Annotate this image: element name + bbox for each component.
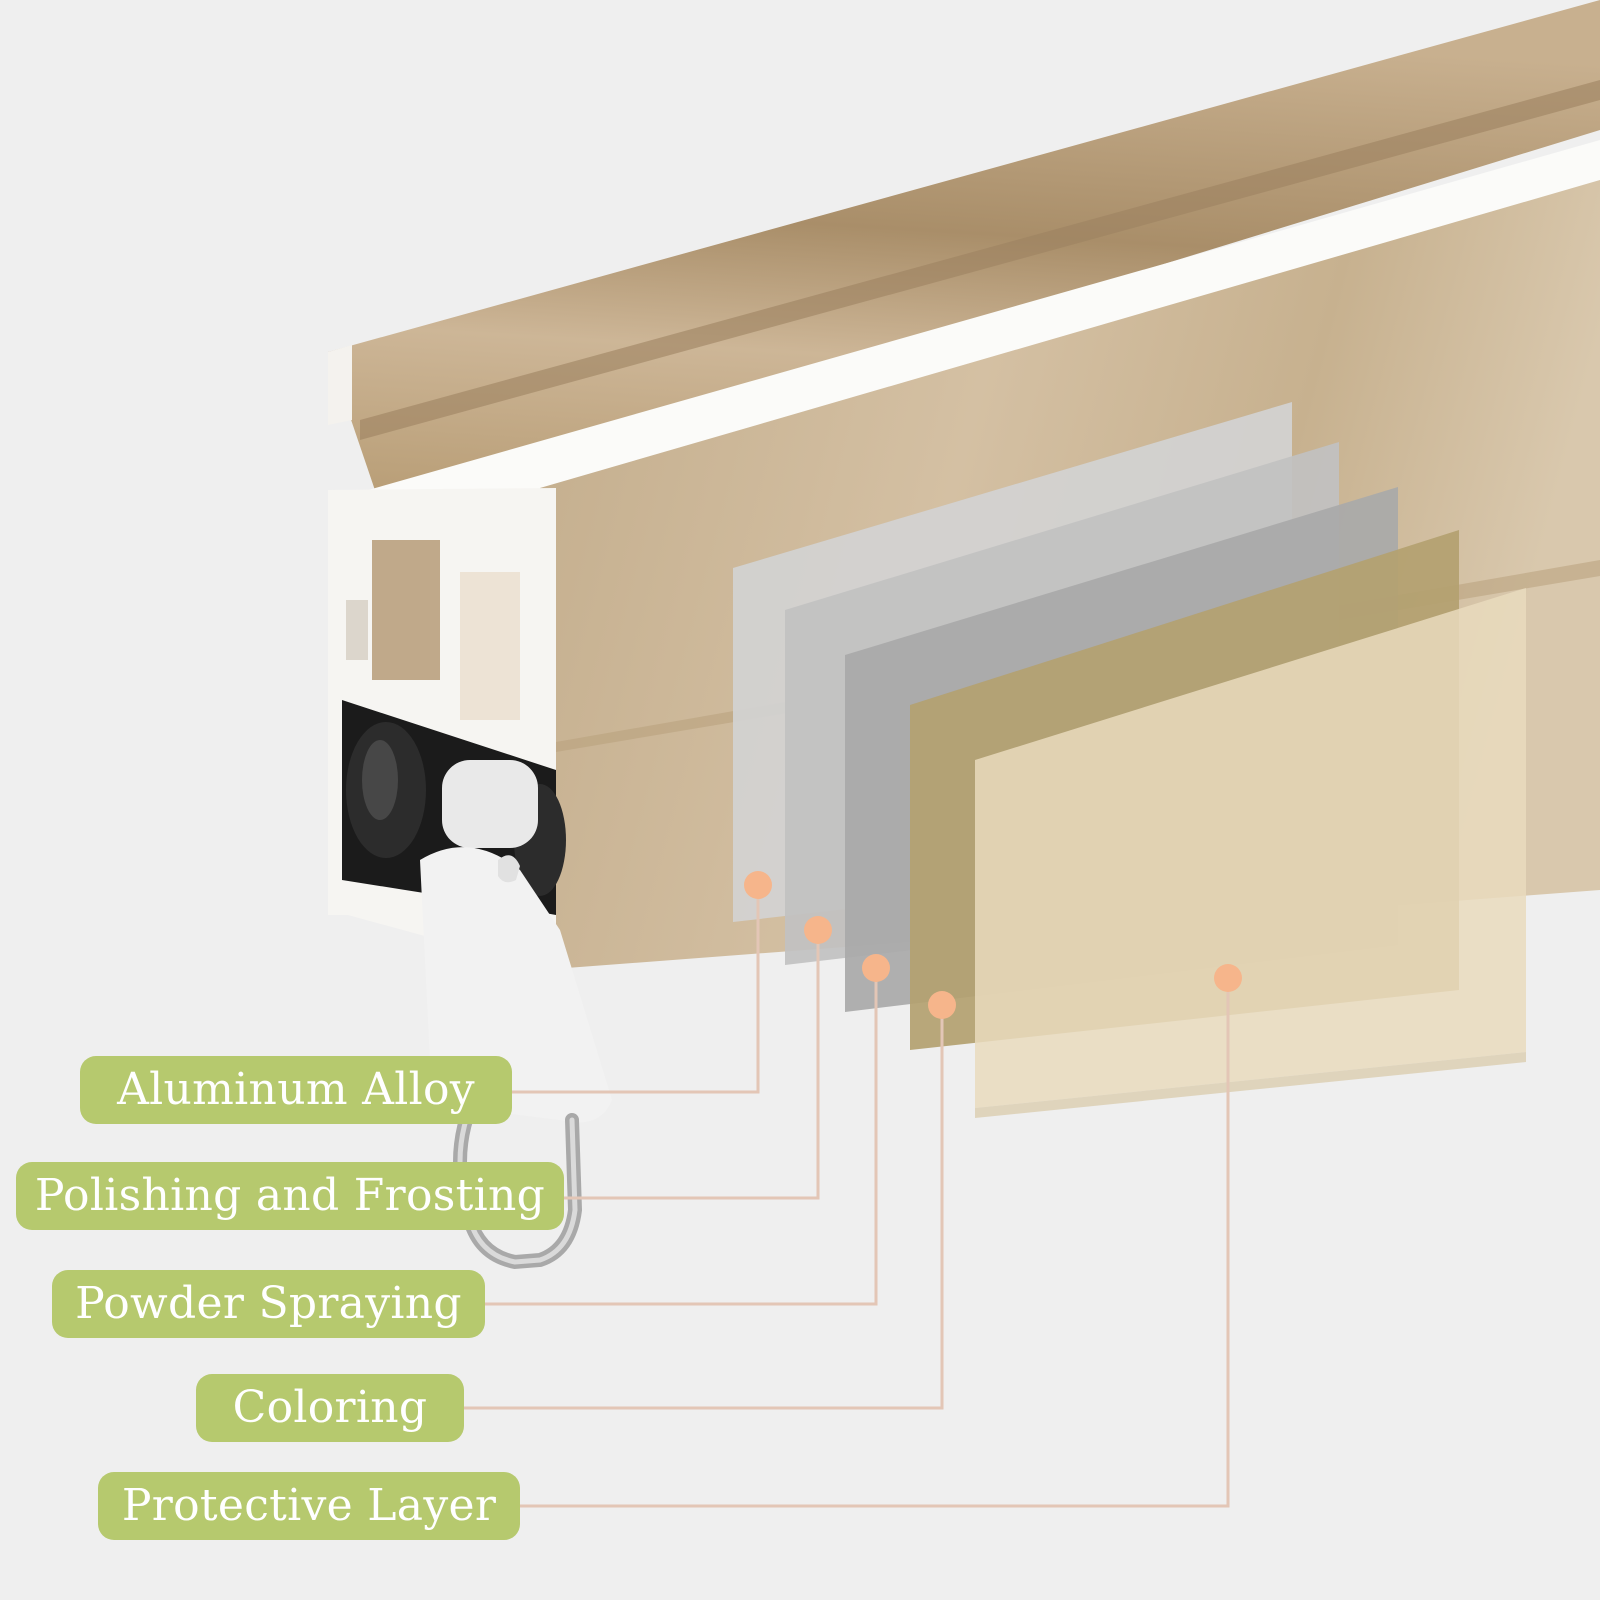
label-polishing-and-frosting: Polishing and Frosting	[16, 1162, 564, 1230]
marker-dot-aluminum-alloy	[744, 871, 772, 899]
leader-lines	[464, 885, 1230, 1508]
leader-line-protective-layer	[520, 978, 1230, 1508]
rail-cavity-left	[372, 540, 440, 680]
roller-axle	[442, 760, 538, 848]
label-protective-layer: Protective Layer	[98, 1472, 520, 1540]
layer-sheets	[733, 402, 1526, 1118]
leader-line-powder-spraying	[485, 968, 878, 1306]
marker-dots	[744, 871, 1242, 1019]
marker-dot-coloring	[928, 991, 956, 1019]
curtain-hook-icon	[420, 847, 612, 1123]
leader-line-polishing-and-frosting	[555, 930, 820, 1200]
rail-cavity-right	[460, 572, 520, 720]
marker-dot-protective-layer	[1214, 964, 1242, 992]
rail-slot	[346, 600, 368, 660]
layer-sheet-protective-layer	[975, 588, 1526, 1108]
label-coloring: Coloring	[196, 1374, 464, 1442]
label-aluminum-alloy: Aluminum Alloy	[80, 1056, 512, 1124]
rail-lip	[328, 345, 352, 425]
rail-groove	[360, 80, 1600, 440]
marker-dot-powder-spraying	[862, 954, 890, 982]
rail-top-channel	[328, 0, 1600, 505]
leader-line-coloring	[464, 1005, 944, 1410]
marker-dot-polishing-and-frosting	[804, 916, 832, 944]
label-powder-spraying: Powder Spraying	[52, 1270, 485, 1338]
leader-line-aluminum-alloy	[512, 885, 760, 1094]
rail-white-ledge	[340, 140, 1600, 498]
